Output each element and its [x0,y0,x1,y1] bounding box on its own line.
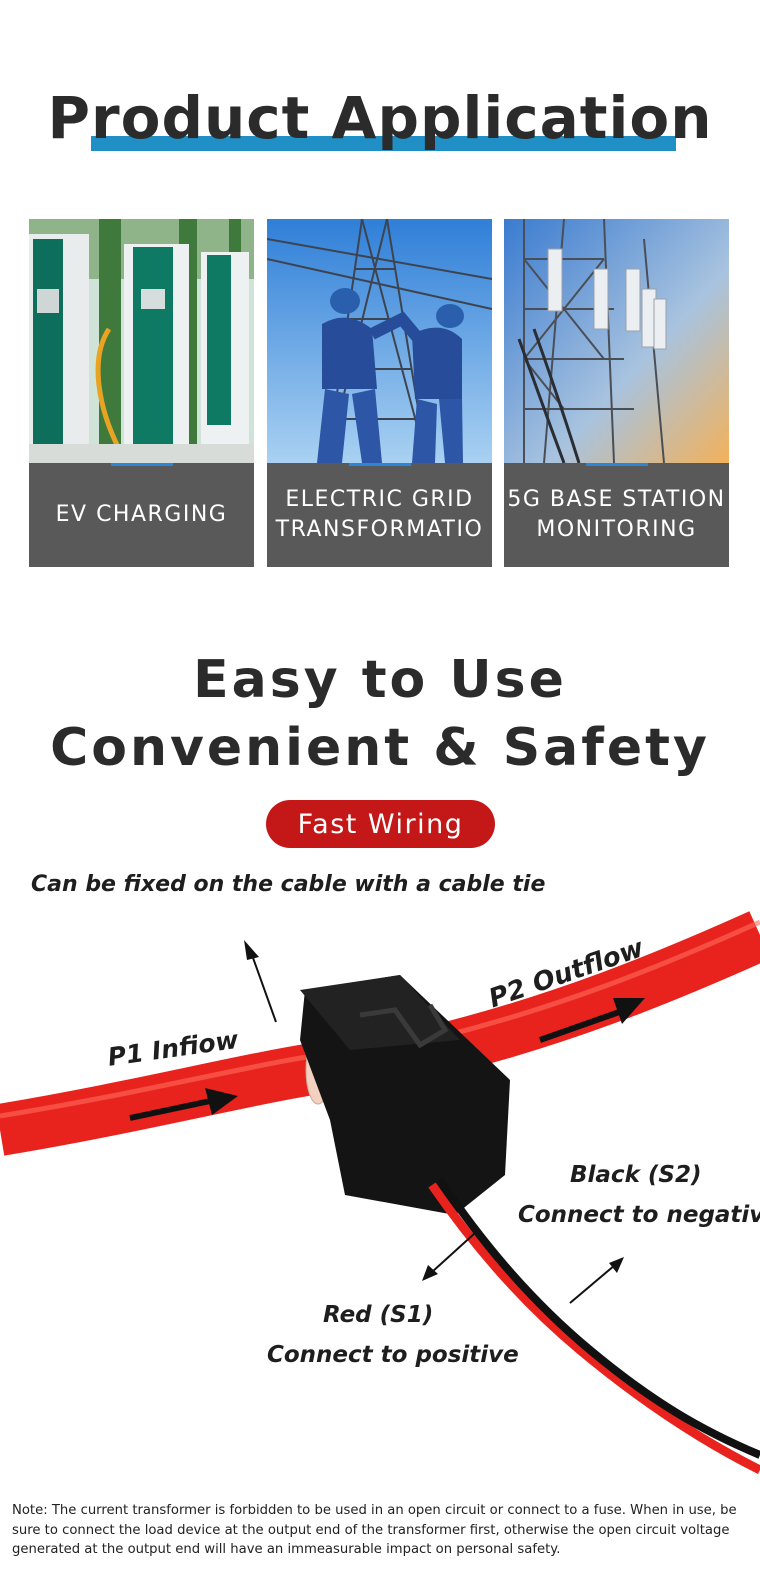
cable-tie-caption: Can be fixed on the cable with a cable t… [31,872,546,897]
red-pointer-head [422,1265,438,1281]
card-accent [111,463,173,466]
red-s1-description: Connect to positive [267,1342,519,1368]
5g-base-station-photo [504,219,729,463]
up-arrow-head [244,940,259,960]
heading-line-2: Convenient & Safety [50,718,710,778]
card-accent [349,463,411,466]
black-pointer-head [609,1257,624,1273]
inflow-arrow [129,1097,216,1121]
outflow-arrow-head [613,998,645,1024]
safety-note: Note: The current transformer is forbidd… [12,1503,737,1557]
black-pointer-arrow [569,1264,616,1304]
up-arrow [251,954,277,1023]
application-card-ev-charging: EV CHARGING [29,219,254,567]
card-label: EV CHARGING [55,502,228,527]
application-card-5g-base-station: 5G BASE STATION MONITORING [504,219,729,567]
card-accent [586,463,648,466]
inflow-arrow-head [205,1088,238,1115]
electric-grid-photo [267,219,492,463]
section-title: Product Application [47,84,713,152]
title-underline [91,136,676,151]
application-card-electric-grid: ELECTRIC GRID TRANSFORMATIO [267,219,492,567]
red-pointer-arrow [431,1232,476,1273]
fast-wiring-badge: Fast Wiring [266,800,495,848]
black-wire [436,1177,760,1459]
card-label: ELECTRIC GRID TRANSFORMATIO [275,487,484,542]
current-transformer-illustration [0,911,760,1475]
outflow-arrow [539,1007,626,1043]
heading-line-1: Easy to Use [193,650,567,710]
card-label: 5G BASE STATION MONITORING [507,487,726,542]
black-s2-label: Black (S2) [570,1162,702,1188]
ev-charging-photo [29,219,254,463]
red-s1-label: Red (S1) [323,1302,434,1328]
black-s2-description: Connect to negative [518,1202,760,1228]
